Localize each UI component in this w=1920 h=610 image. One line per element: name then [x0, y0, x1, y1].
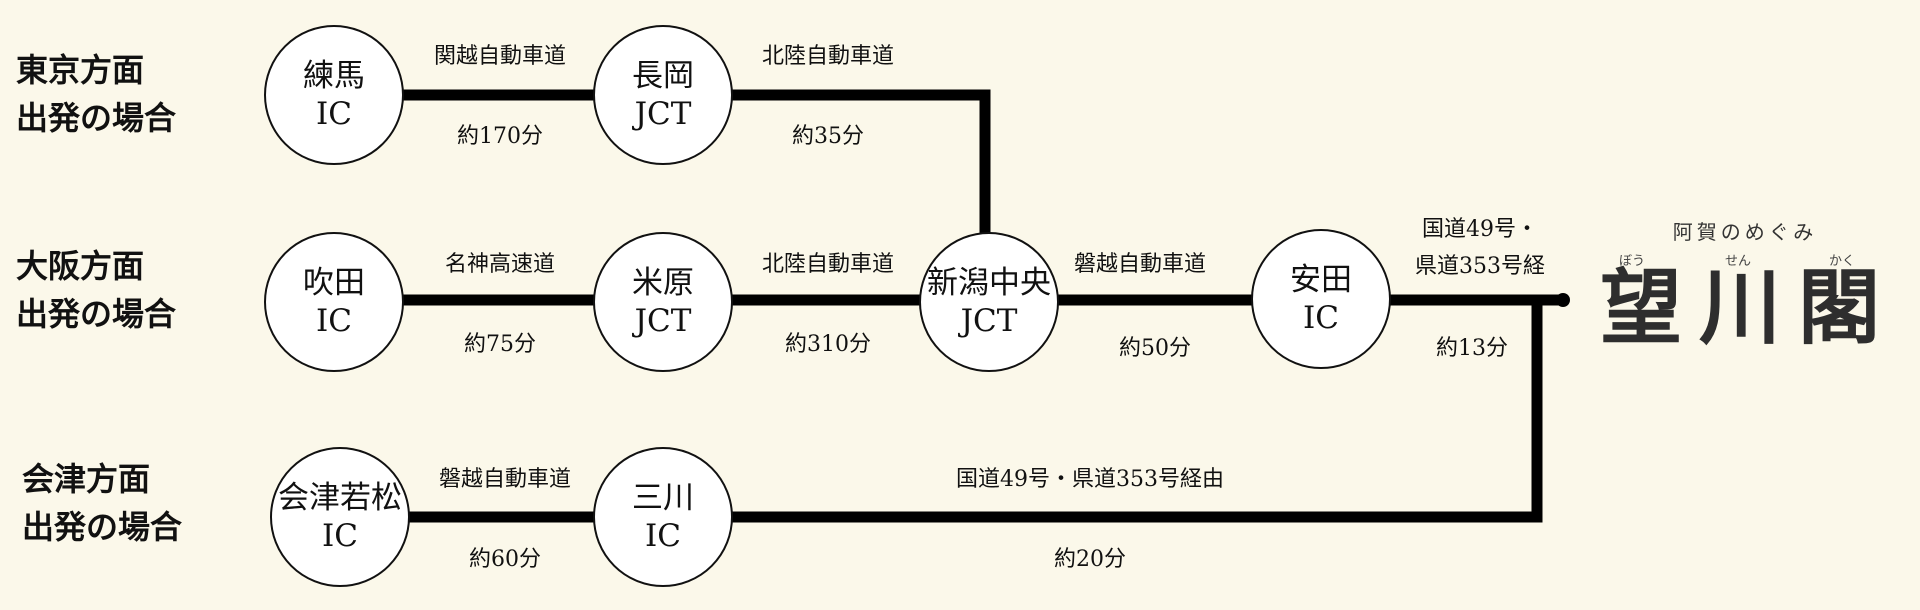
destination-ruby-3: かく: [1828, 254, 1856, 269]
node-maibara-type: JCT: [634, 303, 692, 339]
origin-aizu-line2: 出発の場合: [22, 508, 183, 546]
line-tokyo-route: [330, 89, 991, 300]
road-aizu-mikawa: 磐越自動車道: [438, 467, 572, 492]
node-mikawa-name: 三川: [632, 480, 694, 516]
destination-tagline: 阿賀のめぐみ: [1672, 220, 1818, 244]
node-niigata-chuo-type: JCT: [960, 303, 1018, 339]
node-yasuda-type: IC: [1303, 300, 1339, 336]
node-nagaoka-name: 長岡: [632, 58, 694, 94]
origin-tokyo: 東京方面 出発の場合: [16, 46, 176, 142]
node-nerima-type: IC: [316, 96, 352, 132]
line-end-cap: [1556, 293, 1570, 307]
node-nerima-name: 練馬: [303, 58, 365, 94]
destination-ruby-1: ぼう: [1618, 254, 1646, 269]
node-yasuda-name: 安田: [1290, 262, 1352, 298]
node-aizu-wakamatsu-name: 会津若松: [278, 480, 402, 516]
node-suita-name: 吹田: [303, 265, 365, 301]
node-aizu-wakamatsu-type: IC: [322, 518, 358, 554]
node-nerima-ic: 練馬 IC: [264, 25, 404, 165]
time-maibara-niigata: 約310分: [785, 332, 871, 357]
origin-tokyo-line1: 東京方面: [16, 51, 145, 89]
node-niigata-chuo-jct: 新潟中央 JCT: [919, 232, 1059, 372]
road-niigata-yasuda: 磐越自動車道: [1073, 252, 1207, 277]
origin-tokyo-line2: 出発の場合: [16, 99, 177, 137]
node-yasuda-ic: 安田 IC: [1251, 229, 1391, 369]
origin-osaka-line2: 出発の場合: [16, 295, 177, 333]
node-maibara-jct: 米原 JCT: [593, 232, 733, 372]
time-niigata-yasuda: 約50分: [1119, 336, 1191, 361]
node-mikawa-type: IC: [645, 518, 681, 554]
road-nerima-nagaoka: 関越自動車道: [433, 44, 567, 69]
destination-ruby-2: せん: [1724, 254, 1752, 269]
origin-aizu-line1: 会津方面: [22, 460, 151, 498]
node-mikawa-ic: 三川 IC: [593, 447, 733, 587]
road-yasuda-dest-line2: 県道353号経: [1415, 254, 1545, 279]
road-suita-maibara: 名神高速道: [444, 252, 556, 277]
road-yasuda-dest-line1: 国道49号・: [1422, 217, 1538, 242]
node-suita-ic: 吹田 IC: [264, 232, 404, 372]
destination-name-char-3: 閣: [1797, 260, 1880, 356]
road-nagaoka-niigata: 北陸自動車道: [761, 44, 895, 69]
node-aizu-wakamatsu-ic: 会津若松 IC: [270, 447, 410, 587]
node-nagaoka-jct: 長岡 JCT: [593, 25, 733, 165]
origin-osaka: 大阪方面 出発の場合: [16, 242, 176, 338]
road-maibara-niigata: 北陸自動車道: [761, 252, 895, 277]
destination-name-char-1: 望: [1600, 260, 1683, 356]
time-nagaoka-niigata: 約35分: [792, 124, 864, 149]
time-nerima-nagaoka: 約170分: [457, 124, 543, 149]
time-yasuda-dest: 約13分: [1436, 336, 1508, 361]
destination-name-char-2: 川: [1698, 260, 1781, 356]
origin-aizu: 会津方面 出発の場合: [22, 455, 182, 551]
time-mikawa-dest: 約20分: [1054, 547, 1126, 572]
node-maibara-name: 米原: [632, 265, 694, 301]
node-niigata-chuo-name: 新潟中央: [927, 265, 1051, 301]
node-nagaoka-type: JCT: [634, 96, 692, 132]
node-suita-type: IC: [316, 303, 352, 339]
road-mikawa-dest: 国道49号・県道353号経由: [956, 467, 1224, 492]
origin-osaka-line1: 大阪方面: [16, 247, 145, 285]
destination-name: 望 川 閣: [1600, 262, 1880, 354]
time-suita-maibara: 約75分: [464, 332, 536, 357]
time-aizu-mikawa: 約60分: [469, 547, 541, 572]
